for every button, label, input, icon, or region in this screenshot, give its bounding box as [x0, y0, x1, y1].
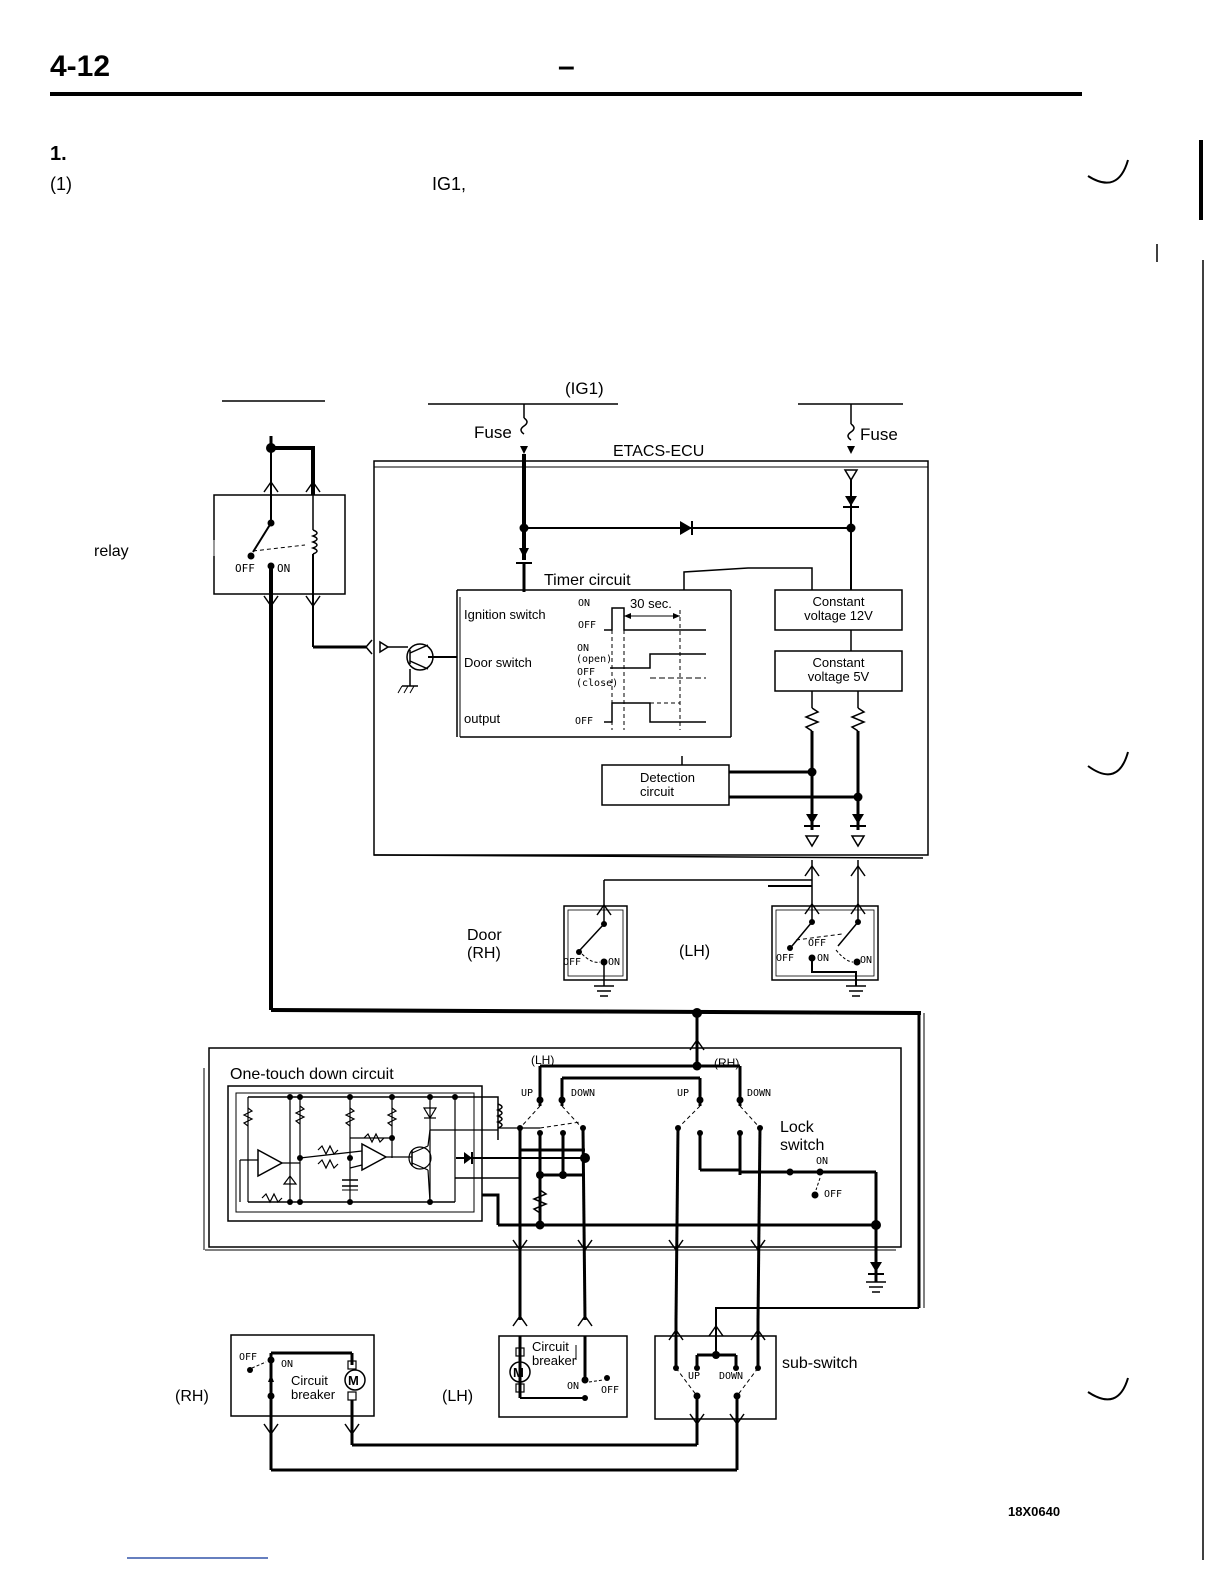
motor-rh-label: (RH) [175, 1388, 209, 1405]
lock-on-label: ON [816, 1156, 829, 1167]
lh-down-label: DOWN [571, 1088, 596, 1099]
main-switch-box [208, 1047, 902, 1248]
fuse-right-label: Fuse [860, 425, 898, 444]
relay-box [213, 494, 346, 595]
fuse-icon [847, 423, 855, 441]
binder-hole-icon [1087, 1377, 1129, 1401]
detection-circuit-box [601, 764, 730, 806]
timer-output: output [464, 711, 501, 726]
resistor-icon [850, 707, 866, 732]
relay-off-label: OFF [235, 562, 255, 575]
lh-breaker-off: OFF [601, 1385, 620, 1396]
relay-on-label: ON [277, 562, 291, 575]
binder-hole-icon [1087, 159, 1129, 184]
motor-rh-box [230, 1334, 375, 1417]
door-lh-off-mid: OFF [808, 938, 827, 949]
etacs-ecu-label: ETACS-ECU [613, 443, 705, 460]
relay-label: relay [94, 543, 129, 560]
relay-coil-icon [310, 529, 318, 555]
one-touch-title: One-touch down circuit [230, 1066, 394, 1083]
motor-lh-symbol: M [513, 1365, 524, 1380]
figure-code: 18X0640 [1008, 1504, 1061, 1519]
lock-off-label: OFF [824, 1189, 843, 1200]
op-amp-icon [361, 1142, 388, 1172]
timer-ign-on: ON [578, 598, 591, 609]
ig-label: IG1, [432, 174, 467, 194]
diode-icon [680, 521, 692, 535]
timer-door-off: OFF [577, 667, 596, 678]
timer-door-switch: Door switch [464, 655, 532, 670]
lh-breaker-on: ON [567, 1381, 580, 1392]
rh-breaker-off: OFF [239, 1352, 258, 1363]
item-number: 1. [50, 143, 67, 165]
door-lh-off: OFF [776, 953, 795, 964]
page-number: 4-12 [50, 50, 111, 83]
rh-up-label: UP [677, 1088, 690, 1099]
etacs-ecu-box [373, 460, 929, 856]
fuse-icon [520, 417, 528, 435]
transistor-icon [408, 1146, 432, 1170]
main-switch-lh-label: (LH) [531, 1053, 555, 1067]
timer-ignition-switch: Ignition switch [464, 607, 546, 622]
sub-down-label: DOWN [719, 1371, 744, 1382]
motor-lh-icon [509, 1361, 531, 1383]
rh-breaker-on: ON [281, 1359, 294, 1370]
timer-door-open: (open) [576, 654, 613, 665]
op-amp-icon [257, 1148, 284, 1178]
door-lh-on: ON [817, 953, 830, 964]
lh-up-label: UP [521, 1088, 534, 1099]
door-rh-off: OFF [563, 957, 582, 968]
main-switch-rh-label: (RH) [714, 1056, 740, 1070]
header-dash: – [558, 50, 575, 83]
motor-lh-box [498, 1335, 628, 1418]
timer-door-on: ON [577, 643, 590, 654]
binder-hole-icon [1087, 751, 1129, 776]
timer-output-off: OFF [575, 716, 594, 727]
door-lh-on-right: ON [860, 955, 873, 966]
motor-lh-label: (LH) [442, 1388, 474, 1405]
door-switch-lh [771, 905, 879, 981]
one-touch-coil-icon [495, 1103, 503, 1129]
sub-switch-label: sub-switch [782, 1355, 858, 1372]
door-lh-label: (LH) [679, 943, 711, 960]
one-touch-circuit-box [227, 1085, 483, 1222]
timer-ign-off: OFF [578, 620, 597, 631]
door-switch-rh [563, 905, 628, 981]
timer-30-sec: 30 sec. [630, 596, 672, 611]
sub-item-number: (1) [50, 174, 72, 194]
timer-circuit-title: Timer circuit [544, 572, 631, 589]
constant-5v-box [774, 650, 903, 692]
rh-down-label: DOWN [747, 1088, 772, 1099]
door-switch-label: Door(RH) [467, 927, 502, 962]
ig1-label: (IG1) [565, 379, 604, 398]
sub-up-label: UP [688, 1371, 701, 1382]
timer-door-close: (close) [576, 678, 619, 689]
fuse-left-label: Fuse [474, 423, 512, 442]
constant-12v-box [774, 589, 903, 631]
door-rh-on: ON [608, 957, 621, 968]
sub-switch-box [654, 1335, 777, 1420]
motor-rh-icon [344, 1369, 366, 1391]
resistor-icon [804, 707, 820, 732]
motor-rh-symbol: M [348, 1373, 359, 1388]
